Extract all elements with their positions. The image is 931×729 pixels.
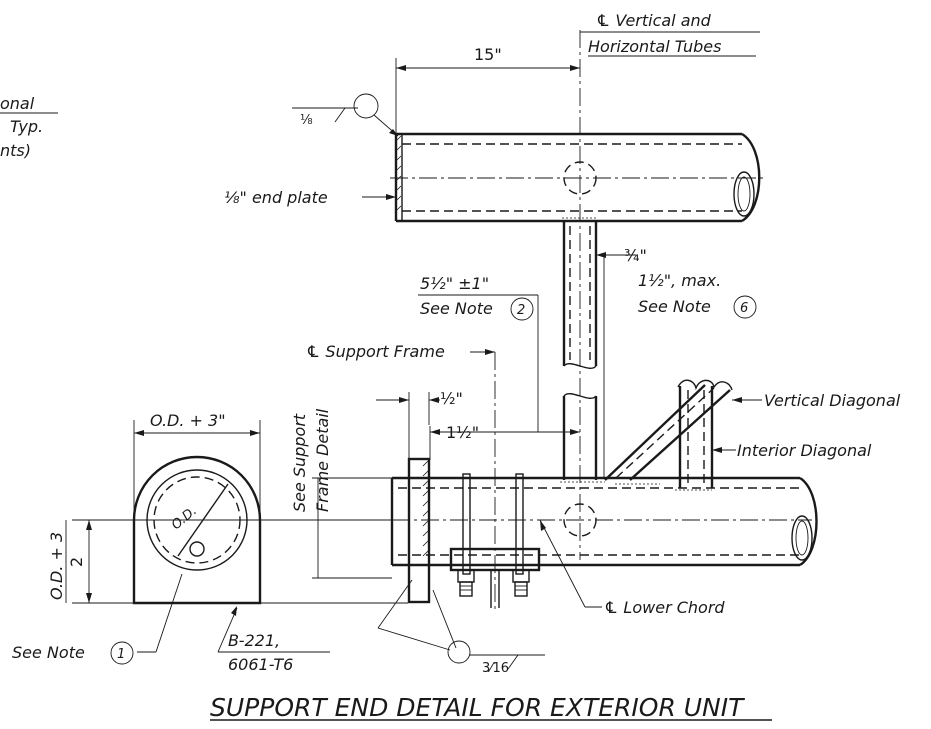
max-label: 1½", max. <box>638 271 721 290</box>
upper-horizontal-tube <box>394 132 761 223</box>
weld-3-16-label: 3⁄16 <box>482 661 509 676</box>
partial-label-1: onal <box>0 94 35 113</box>
partial-label-2: Typ. <box>10 117 43 136</box>
cl-lower-chord-label: ℄ Lower Chord <box>604 598 725 617</box>
dim-1-1-2-label: 1½" <box>446 423 479 442</box>
dim-1-2-label: ½" <box>440 389 463 408</box>
see-note-1-label: See Note <box>12 643 85 662</box>
weld-1-8-label: ⅛ <box>300 113 313 128</box>
see-note-2-label: See Note <box>420 299 493 318</box>
vertical-diagonal-label: Vertical Diagonal <box>764 391 901 410</box>
see-support-label-2: Frame Detail <box>313 408 332 512</box>
od-plus-3-fraction-label: O.D. + 3 <box>47 532 66 600</box>
lower-chord <box>390 476 818 567</box>
partial-label-3: nts) <box>0 141 31 160</box>
fraction-2-label: 2 <box>67 557 86 567</box>
see-support-label-1: See Support <box>290 413 309 512</box>
od-label: O.D. <box>169 504 200 533</box>
interior-diagonal-label: Interior Diagonal <box>737 441 872 460</box>
alloy-label: 6061-T6 <box>228 655 293 674</box>
note-6-number: 6 <box>740 301 748 316</box>
see-note-6-label: See Note <box>638 297 711 316</box>
note-1-number: 1 <box>117 647 125 662</box>
vertical-diagonal <box>677 379 733 488</box>
od-plus-3-label: O.D. + 3" <box>150 411 226 430</box>
support-frame-plate <box>407 457 431 604</box>
vertical-tube <box>562 217 598 480</box>
material-label: B-221, <box>228 631 280 650</box>
dim-3-4-label: ¾" <box>624 246 647 265</box>
drawing-title: SUPPORT END DETAIL FOR EXTERIOR UNIT <box>210 693 745 722</box>
cl-support-frame-label: ℄ Support Frame <box>306 342 445 361</box>
end-plate-label: ⅛" end plate <box>224 188 328 207</box>
note-2-number: 2 <box>517 303 525 318</box>
dim-5-1-2-label: 5½" ±1" <box>420 274 489 293</box>
cl-vertical-label-2: Horizontal Tubes <box>588 37 721 56</box>
end-view-support <box>132 455 262 605</box>
dimension-lines <box>72 31 762 670</box>
dim-15-label: 15" <box>474 45 502 64</box>
cl-vertical-label-1: ℄ Vertical and <box>596 11 712 30</box>
